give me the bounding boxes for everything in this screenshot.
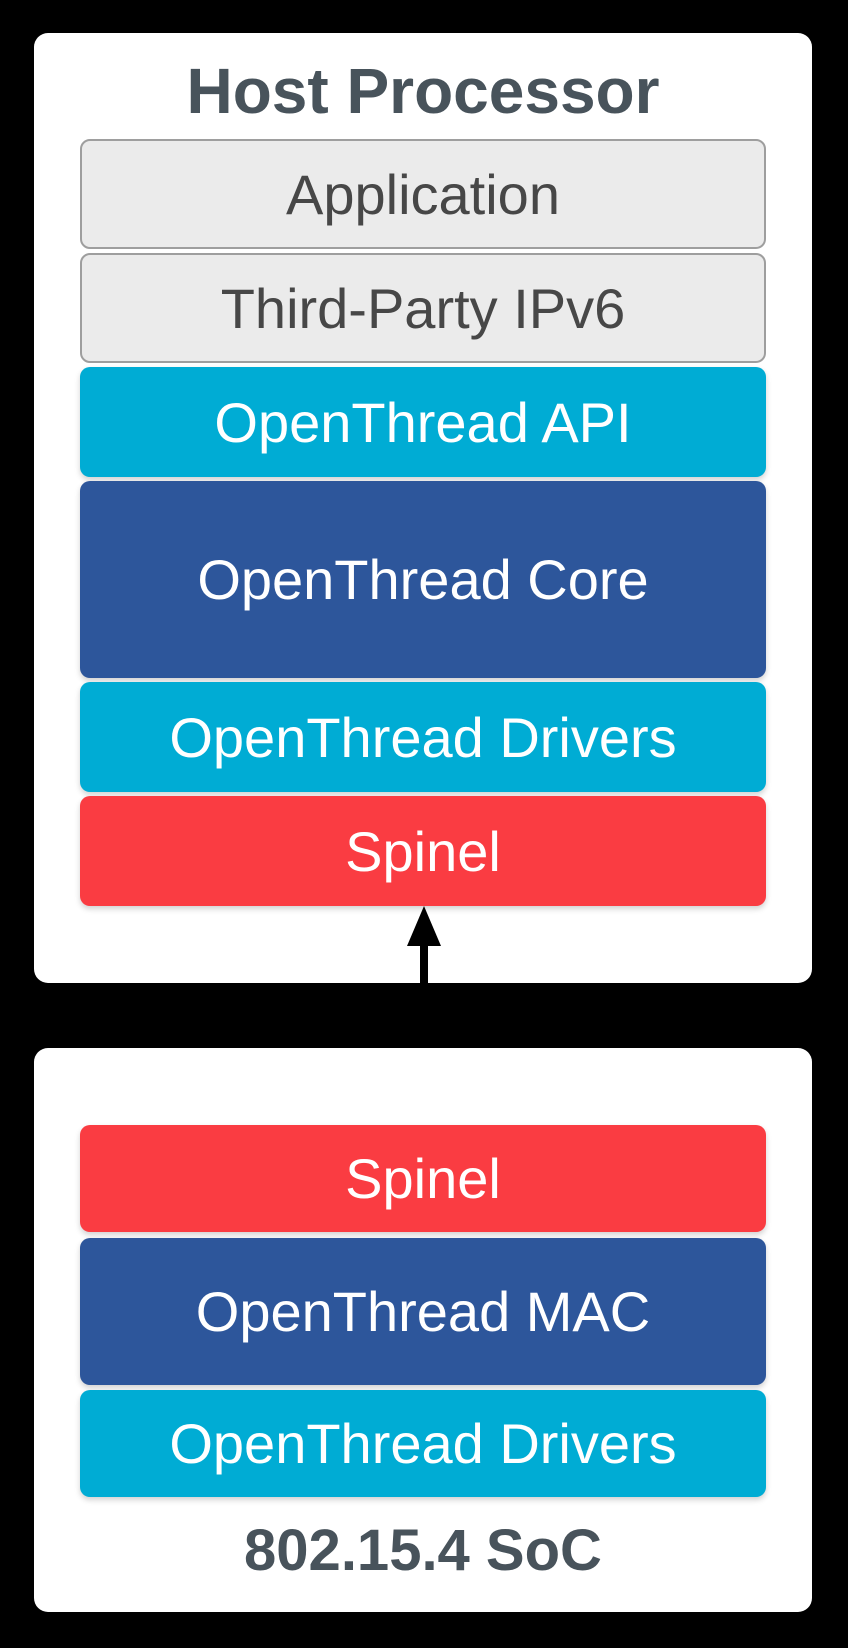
host-processor-card: Host Processor Application Third-Party I… <box>34 33 812 983</box>
layer-openthread-drivers-host: OpenThread Drivers <box>80 682 766 792</box>
layer-openthread-core: OpenThread Core <box>80 481 766 678</box>
layer-label: OpenThread API <box>214 390 632 454</box>
layer-spinel-soc: Spinel <box>80 1125 766 1232</box>
host-processor-title: Host Processor <box>186 55 660 127</box>
layer-application: Application <box>80 139 766 249</box>
layer-spinel-host: Spinel <box>80 796 766 906</box>
layer-label: OpenThread Drivers <box>169 1412 677 1475</box>
soc-card: Spinel OpenThread MAC OpenThread Drivers… <box>34 1048 812 1612</box>
layer-label: OpenThread Drivers <box>169 705 677 769</box>
layer-label: OpenThread MAC <box>195 1280 651 1343</box>
layer-third-party-ipv6: Third-Party IPv6 <box>80 253 766 363</box>
soc-layer-stack: Spinel OpenThread MAC OpenThread Drivers <box>80 1125 766 1497</box>
layer-openthread-mac: OpenThread MAC <box>80 1238 766 1385</box>
layer-label: Spinel <box>345 1147 501 1210</box>
soc-title: 802.15.4 SoC <box>244 1518 602 1583</box>
layer-label: Third-Party IPv6 <box>220 276 626 340</box>
layer-label: OpenThread Core <box>197 548 649 611</box>
layer-label: Spinel <box>345 819 501 883</box>
layer-label: Application <box>286 162 560 226</box>
host-layer-stack: Application Third-Party IPv6 OpenThread … <box>80 139 766 910</box>
layer-openthread-api: OpenThread API <box>80 367 766 477</box>
layer-openthread-drivers-soc: OpenThread Drivers <box>80 1390 766 1497</box>
